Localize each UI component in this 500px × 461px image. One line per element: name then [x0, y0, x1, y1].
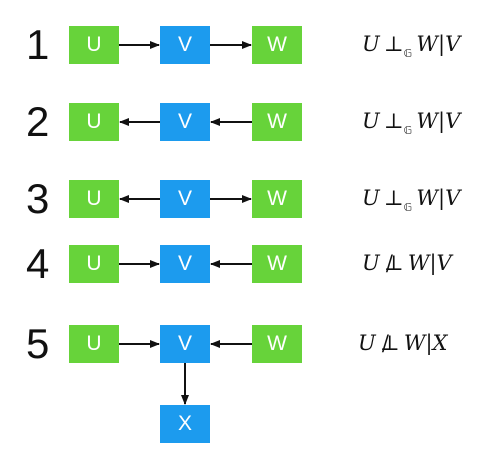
independence-symbol: ⊥: [379, 331, 400, 355]
independence-symbol: ⊥: [383, 186, 404, 210]
expression-right-variable: W: [416, 32, 438, 56]
conditional-bar: |: [437, 186, 446, 210]
node-w-row-2: W: [252, 103, 302, 141]
expression-right-variable: W: [416, 186, 438, 210]
independence-expression-row-3: U ⊥𝔾 W|V: [362, 186, 461, 214]
node-u-row-3: U: [69, 180, 119, 218]
expression-given-variable: X: [432, 331, 448, 355]
node-u-row-5: U: [69, 325, 119, 363]
row-number-5: 5: [26, 320, 50, 367]
independence-expression-row-5: U ⊥/ W|X: [358, 333, 447, 354]
node-v-row-5: V: [160, 325, 210, 363]
node-v-row-3: V: [160, 180, 210, 218]
negation-slash: /: [381, 331, 389, 355]
node-w-row-3: W: [252, 180, 302, 218]
node-w-row-1: W: [252, 26, 302, 64]
row-number-3: 3: [26, 175, 50, 222]
not-independent-symbol: ⊥/: [380, 333, 400, 354]
row-number-2: 2: [26, 98, 50, 145]
expression-left-variable: U: [362, 186, 380, 210]
expression-right-variable: W: [416, 109, 438, 133]
expression-left-variable: U: [362, 32, 380, 56]
conditional-bar: |: [437, 32, 446, 56]
node-v-row-1: V: [160, 26, 210, 64]
node-u-row-2: U: [69, 103, 119, 141]
independence-symbol: ⊥: [383, 32, 404, 56]
independence-symbol: ⊥: [383, 109, 404, 133]
row-number-1: 1: [26, 21, 50, 68]
expression-right-variable: W: [403, 331, 426, 355]
independence-expression-row-2: U ⊥𝔾 W|V: [362, 109, 461, 137]
conditional-bar: |: [429, 251, 437, 275]
node-u-row-1: U: [69, 26, 119, 64]
expression-left-variable: U: [362, 251, 380, 275]
expression-left-variable: U: [362, 109, 380, 133]
graph-subscript: 𝔾: [403, 201, 413, 214]
expression-left-variable: U: [358, 331, 376, 355]
node-x-row-5: X: [160, 405, 210, 443]
graph-subscript: 𝔾: [403, 47, 413, 60]
independence-expression-row-4: U ⊥/ W|V: [362, 253, 452, 274]
node-w-row-4: W: [252, 245, 302, 283]
conditional-bar: |: [437, 109, 446, 133]
expression-given-variable: V: [436, 251, 452, 275]
graph-subscript: 𝔾: [403, 124, 413, 137]
node-w-row-5: W: [252, 325, 302, 363]
node-v-row-4: V: [160, 245, 210, 283]
node-u-row-4: U: [69, 245, 119, 283]
conditional-bar: |: [425, 331, 433, 355]
expression-given-variable: V: [445, 109, 461, 133]
expression-given-variable: V: [445, 32, 461, 56]
independence-symbol: ⊥: [383, 251, 404, 275]
row-number-4: 4: [26, 240, 50, 287]
expression-right-variable: W: [407, 251, 430, 275]
negation-slash: /: [385, 251, 393, 275]
not-independent-symbol: ⊥/: [384, 253, 404, 274]
independence-expression-row-1: U ⊥𝔾 W|V: [362, 32, 461, 60]
node-v-row-2: V: [160, 103, 210, 141]
expression-given-variable: V: [445, 186, 461, 210]
